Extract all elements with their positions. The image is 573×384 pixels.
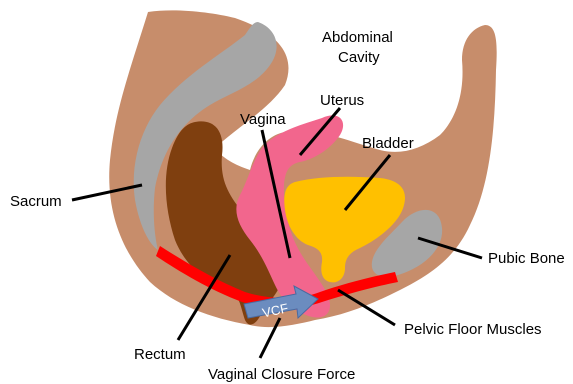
label-rectum: Rectum — [134, 346, 186, 363]
label-vagina: Vagina — [240, 111, 286, 128]
label-uterus: Uterus — [320, 92, 364, 109]
label-pelvic-floor-muscles: Pelvic Floor Muscles — [404, 321, 542, 338]
label-sacrum: Sacrum — [10, 193, 62, 210]
label-bladder: Bladder — [362, 135, 414, 152]
label-pubic-bone: Pubic Bone — [488, 250, 565, 267]
label-abdominal-cavity-line1: Abdominal — [322, 29, 393, 46]
label-vaginal-closure-force: Vaginal Closure Force — [208, 366, 355, 383]
label-abdominal-cavity-line2: Cavity — [338, 49, 380, 66]
